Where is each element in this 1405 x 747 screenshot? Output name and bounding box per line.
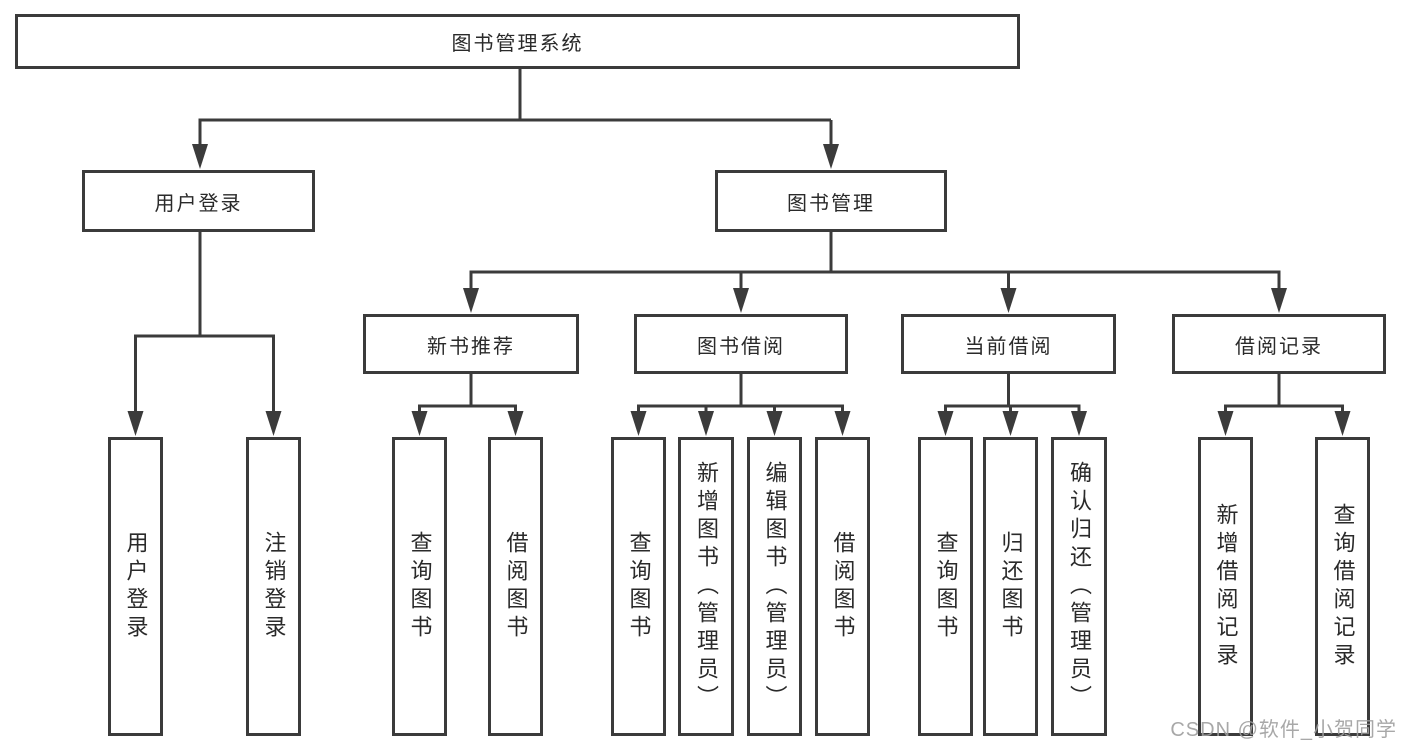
leaf-newbook-borrow-books: 借阅图书 — [488, 437, 543, 736]
node-label: 图书借阅 — [697, 335, 785, 358]
csdn-watermark: CSDN @软件_小贺同学 — [1170, 719, 1397, 741]
leaf-label: 查询图书 — [933, 530, 959, 643]
node-label: 图书管理系统 — [451, 33, 584, 55]
arrowhead-down — [834, 411, 851, 436]
arrowhead-down — [766, 411, 783, 436]
leaf-return-books: 归还图书 — [983, 437, 1038, 736]
connector-bookmgmt-to-level3 — [469, 232, 1281, 290]
leaf-label: 借阅图书 — [830, 530, 856, 643]
leaf-label: 用户登录 — [123, 530, 149, 643]
leaf-user-login: 用户登录 — [108, 437, 163, 736]
arrowhead-down — [265, 411, 282, 436]
leaf-confirm-return-admin: 确认归还（管理员） — [1051, 437, 1107, 736]
arrowhead-down — [463, 288, 479, 313]
leaf-add-books-admin: 新增图书（管理员） — [678, 437, 734, 736]
node-user-login: 用户登录 — [82, 170, 315, 232]
arrowhead-down — [1217, 411, 1234, 436]
arrowhead-down — [1071, 411, 1087, 436]
node-book-borrow: 图书借阅 — [634, 314, 848, 374]
node-label: 图书管理 — [787, 192, 875, 215]
leaf-label: 编辑图书（管理员） — [762, 460, 788, 713]
leaf-logout: 注销登录 — [246, 437, 301, 736]
node-label: 用户登录 — [154, 192, 243, 215]
leaf-newbook-query-books: 查询图书 — [392, 437, 447, 736]
arrowhead-down — [1334, 411, 1351, 436]
leaf-borrow-books: 借阅图书 — [815, 437, 870, 736]
connector-root-to-level2 — [198, 69, 833, 145]
node-borrow-record: 借阅记录 — [1172, 314, 1386, 374]
leaf-label: 查询借阅记录 — [1330, 502, 1356, 671]
arrowhead-down — [1000, 288, 1017, 313]
leaf-label: 注销登录 — [261, 530, 287, 643]
node-label: 当前借阅 — [964, 335, 1053, 358]
arrowhead-down — [127, 411, 144, 436]
connector-borrowrecord-to-leaves — [1224, 374, 1344, 413]
leaf-label: 查询图书 — [407, 530, 433, 643]
connector-newbook-to-leaves — [418, 374, 517, 413]
arrowhead-down — [630, 411, 647, 436]
arrowhead-down — [823, 144, 839, 169]
arrowhead-down — [507, 411, 524, 436]
arrowhead-down — [698, 411, 714, 436]
arrowhead-down — [733, 288, 749, 313]
node-label: 新书推荐 — [427, 335, 515, 358]
leaf-label: 新增图书（管理员） — [694, 460, 719, 713]
leaf-label: 确认归还（管理员） — [1067, 460, 1092, 713]
node-new-book-recommend: 新书推荐 — [363, 314, 579, 374]
arrowhead-down — [192, 144, 208, 169]
leaf-label: 借阅图书 — [503, 530, 529, 643]
arrowhead-down — [1271, 288, 1287, 313]
leaf-label: 查询图书 — [626, 530, 652, 643]
node-current-borrow: 当前借阅 — [901, 314, 1116, 374]
node-label: 借阅记录 — [1235, 335, 1323, 358]
leaf-add-borrow-record: 新增借阅记录 — [1198, 437, 1253, 736]
leaf-label: 新增借阅记录 — [1213, 502, 1239, 671]
connector-currentborrow-to-leaves — [944, 374, 1081, 413]
node-root-system: 图书管理系统 — [15, 14, 1020, 69]
connector-bookborrow-to-leaves — [637, 374, 844, 413]
arrowhead-down — [411, 411, 428, 436]
leaf-borrow-query-books: 查询图书 — [611, 437, 666, 736]
arrowhead-down — [1002, 411, 1019, 436]
leaf-current-query-books: 查询图书 — [918, 437, 973, 736]
leaf-query-borrow-record: 查询借阅记录 — [1315, 437, 1370, 736]
node-book-management: 图书管理 — [715, 170, 947, 232]
connector-userlogin-to-leaves — [134, 232, 275, 413]
leaf-edit-books-admin: 编辑图书（管理员） — [747, 437, 802, 736]
arrowhead-down — [937, 411, 954, 436]
leaf-label: 归还图书 — [998, 530, 1024, 643]
